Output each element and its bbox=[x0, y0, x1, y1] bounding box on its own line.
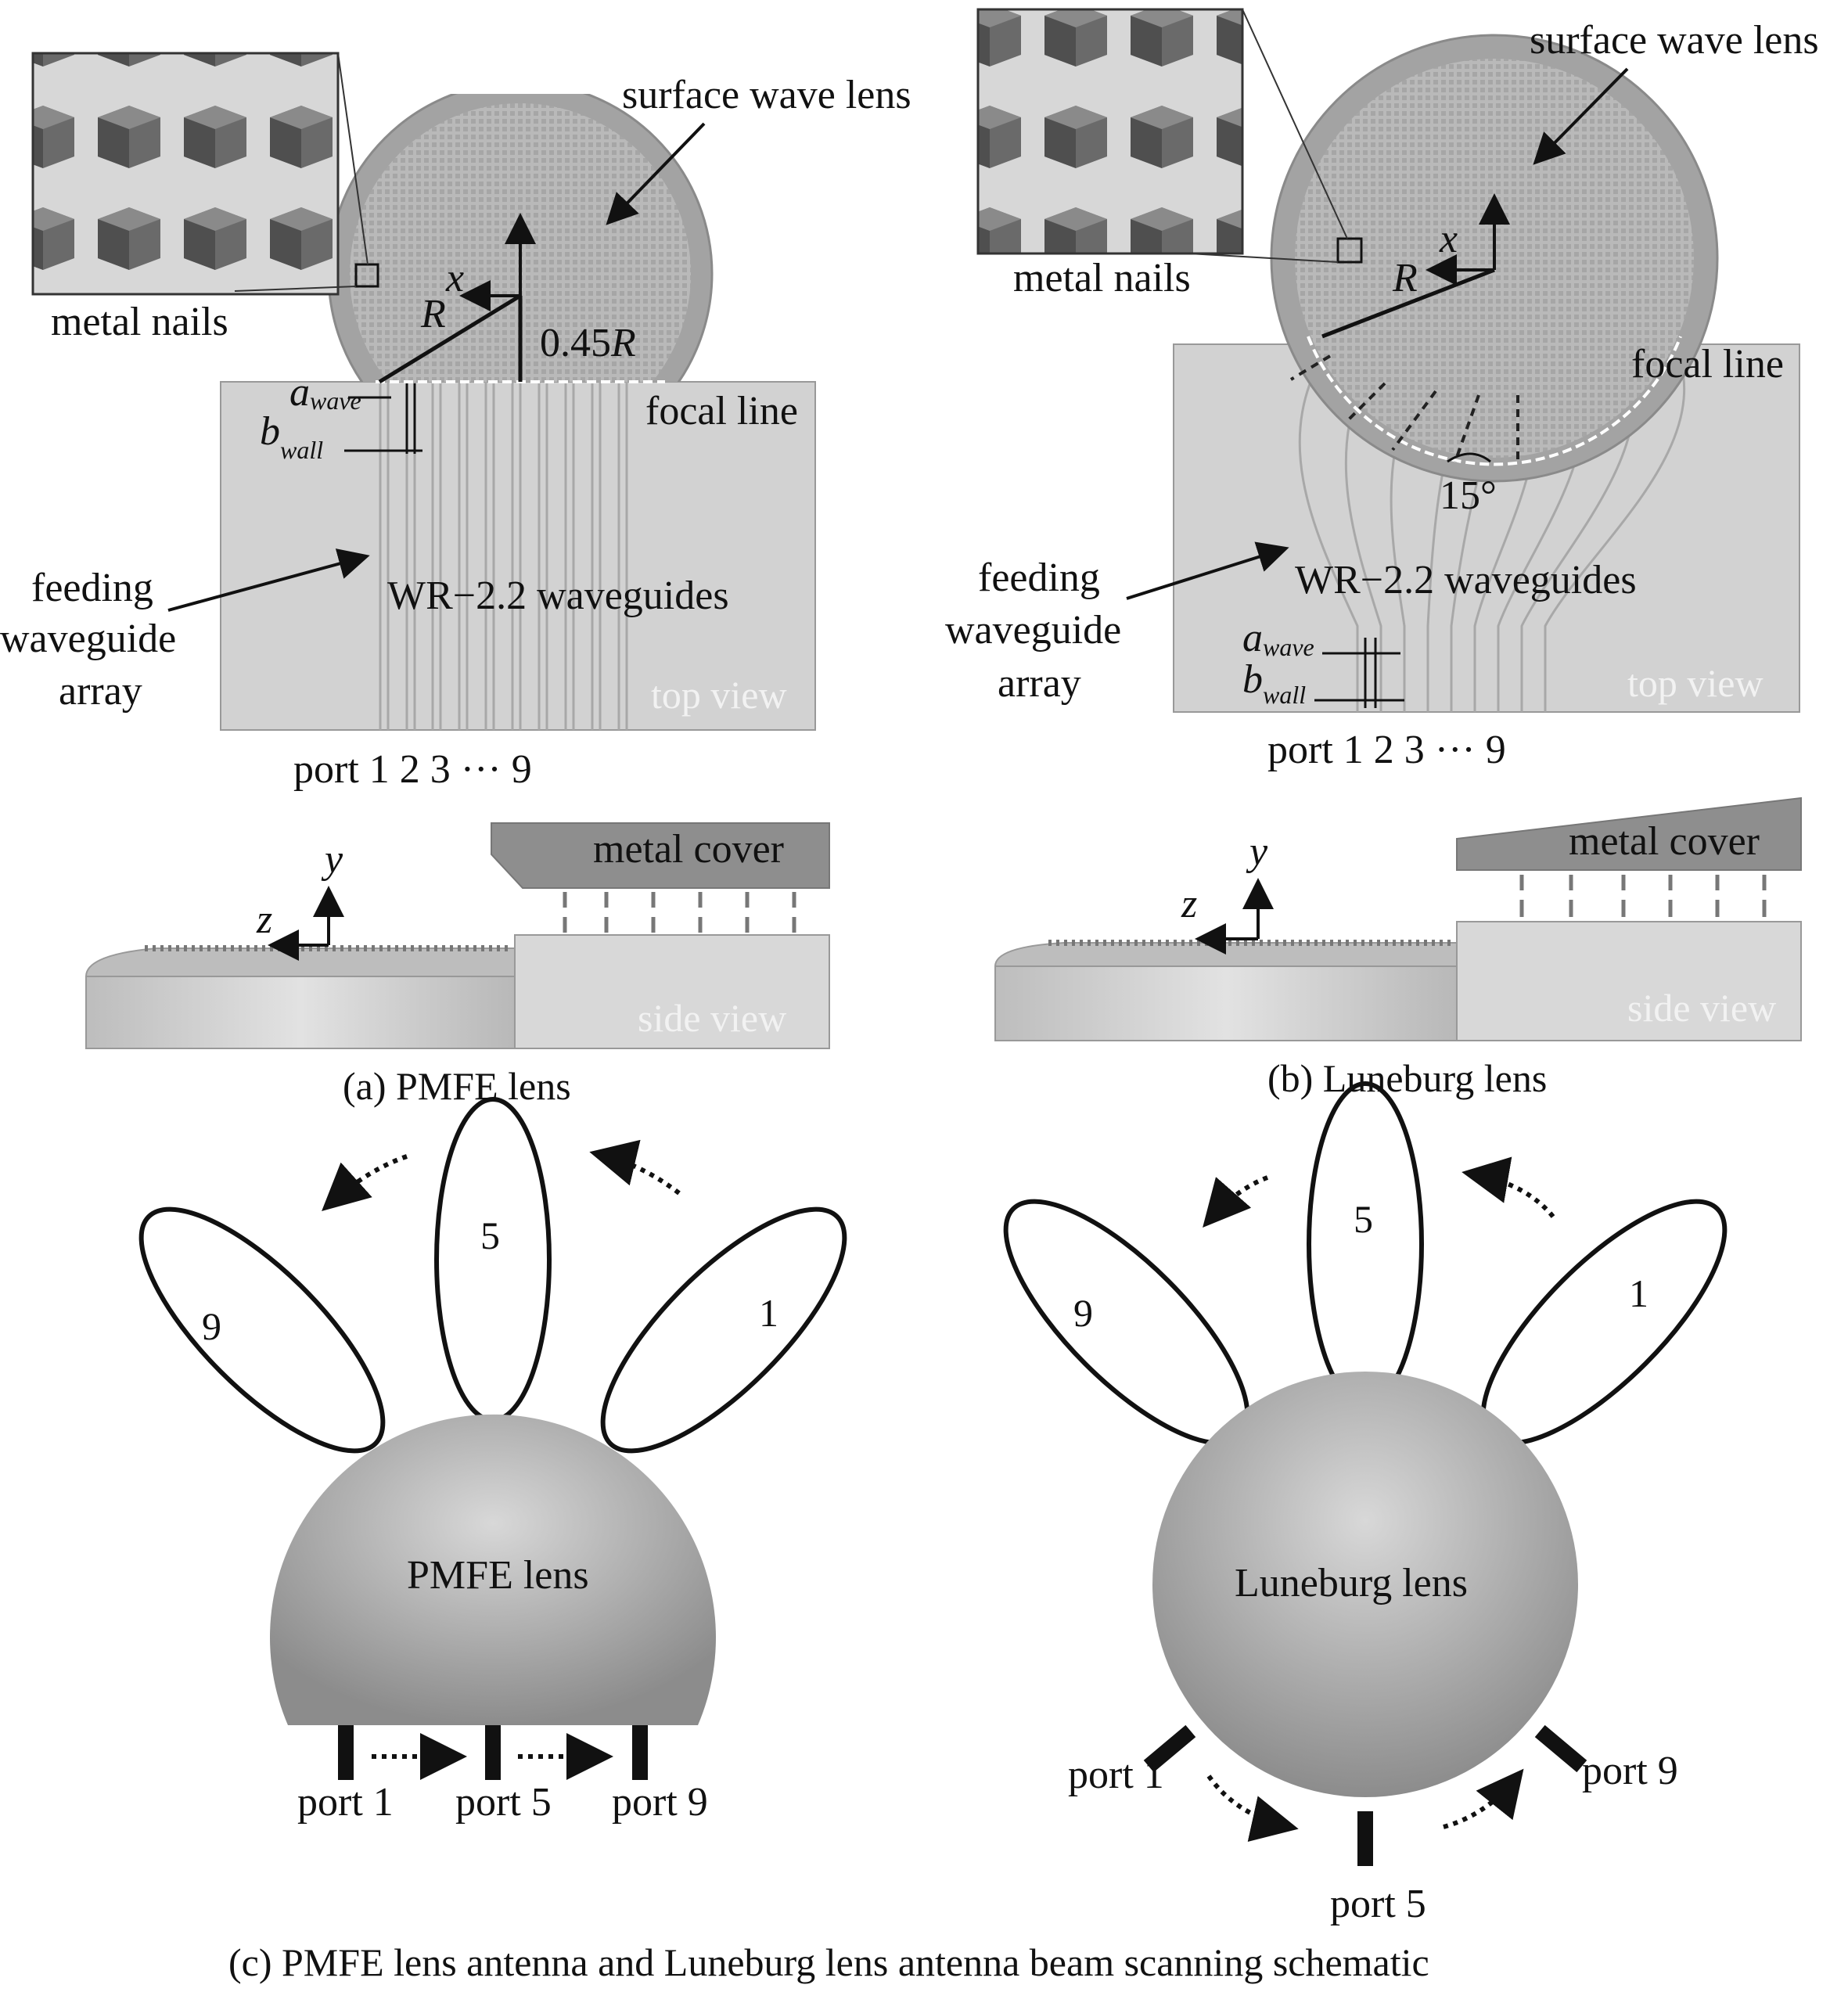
ports-label-b: port 1 2 3 ··· 9 bbox=[1267, 728, 1506, 772]
a-wave-label-b: awave bbox=[1242, 616, 1314, 661]
beam-5-label-left: 5 bbox=[480, 1214, 500, 1257]
port-1-feed-right bbox=[1143, 1724, 1196, 1773]
port-9-feed-left bbox=[632, 1725, 648, 1780]
beam-lobe-9-left bbox=[138, 1206, 386, 1454]
metal-nails-inset-a bbox=[31, 52, 340, 296]
feeding-label-b-3: array bbox=[998, 661, 1081, 706]
z-axis-label-a: z bbox=[256, 897, 272, 942]
metal-cover-label-b: metal cover bbox=[1569, 819, 1760, 864]
top-view-label-b: top view bbox=[1627, 661, 1764, 705]
feeding-label-b-2: waveguide bbox=[945, 608, 1121, 653]
waveguides-label-b: WR−2.2 waveguides bbox=[1295, 558, 1637, 602]
port-9-label-left: port 9 bbox=[612, 1780, 708, 1825]
b-wall-label-a: bwall bbox=[260, 409, 323, 464]
port-5-feed-left bbox=[485, 1725, 501, 1780]
feeding-label-a-1: feeding bbox=[31, 566, 153, 610]
beam-5-label-right: 5 bbox=[1354, 1197, 1373, 1241]
radius-label-b: R bbox=[1392, 256, 1418, 300]
pmfe-lens-sphere bbox=[270, 1414, 717, 1725]
z-axis-label-b: z bbox=[1181, 882, 1197, 926]
surface-wave-lens-label-b: surface wave lens bbox=[1530, 18, 1819, 63]
caption-c: (c) PMFE lens antenna and Luneburg lens … bbox=[228, 1940, 1429, 1984]
feeding-label-a-2: waveguide bbox=[0, 617, 176, 661]
focal-line-label-b: focal line bbox=[1631, 342, 1784, 387]
focal-line-label-a: focal line bbox=[645, 389, 798, 433]
feed-plate bbox=[220, 381, 816, 731]
radius-label-a: R bbox=[420, 292, 446, 336]
beam-lobe-5-right bbox=[1307, 1081, 1424, 1407]
top-view-label-a: top view bbox=[651, 673, 787, 717]
radius-offset-label: 0.45R bbox=[540, 321, 636, 365]
y-axis-label-b: y bbox=[1246, 829, 1268, 874]
caption-a: (a) PMFE lens bbox=[343, 1064, 571, 1108]
angle-label-b: 15° bbox=[1440, 473, 1497, 518]
port-1-feed-left bbox=[338, 1725, 354, 1780]
port-1-label-left: port 1 bbox=[297, 1780, 394, 1825]
panel-a: x R 0.45R metal nails surface wave lens … bbox=[0, 52, 911, 1108]
metal-nails-inset-b bbox=[976, 8, 1244, 255]
waveguides-label-a: WR−2.2 waveguides bbox=[387, 574, 729, 618]
svg-text:0.45R: 0.45R bbox=[540, 321, 636, 365]
port-1-label-right: port 1 bbox=[1068, 1753, 1164, 1797]
beam-1-label-left: 1 bbox=[759, 1291, 778, 1335]
beam-lobe-5-left bbox=[434, 1097, 552, 1422]
luneburg-lens-sphere bbox=[1152, 1372, 1578, 1797]
beam-9-label-right: 9 bbox=[1073, 1291, 1093, 1335]
metal-nails-label-b: metal nails bbox=[1013, 256, 1191, 300]
side-feed-b bbox=[1456, 921, 1802, 1041]
feeding-label-a-3: array bbox=[59, 669, 142, 714]
beam-lobe-1-left bbox=[600, 1206, 847, 1454]
metal-cover-label-a: metal cover bbox=[593, 827, 784, 872]
panel-b: x R 15° metal nails surface wave lens fo… bbox=[945, 8, 1819, 1100]
metal-nails-label-a: metal nails bbox=[51, 300, 228, 344]
pmfe-lens-label: PMFE lens bbox=[407, 1553, 589, 1598]
side-view-label-a: side view bbox=[638, 996, 786, 1040]
field-arrows-a bbox=[563, 892, 796, 933]
field-arrows-b bbox=[1519, 875, 1767, 917]
x-axis-label-a: x bbox=[445, 256, 464, 300]
port-9-feed-right bbox=[1534, 1724, 1587, 1773]
y-axis-label-a: y bbox=[321, 837, 343, 882]
focal-rays bbox=[1289, 354, 1519, 462]
waveguide-lines bbox=[379, 382, 628, 730]
metal-cover-a bbox=[491, 822, 830, 889]
side-base-a bbox=[85, 976, 516, 1049]
beam-9-label-left: 9 bbox=[202, 1304, 221, 1348]
surface-wave-lens-label-a: surface wave lens bbox=[622, 73, 911, 117]
b-wall-label-b: bwall bbox=[1242, 657, 1306, 709]
ports-label-a: port 1 2 3 ··· 9 bbox=[293, 747, 532, 792]
port-5-label-right: port 5 bbox=[1330, 1882, 1426, 1926]
side-feed-a bbox=[514, 934, 830, 1049]
metal-cover-b bbox=[1456, 796, 1802, 871]
a-wave-label-a: awave bbox=[289, 370, 361, 415]
panel-c-left: 5 9 1 PMFE lens port 1 port 5 port 9 bbox=[138, 1097, 847, 1825]
port-5-feed-right bbox=[1357, 1811, 1373, 1866]
port-5-label-left: port 5 bbox=[455, 1780, 552, 1825]
side-view-label-b: side view bbox=[1627, 986, 1776, 1030]
panel-c-right: 5 9 1 Luneburg lens port 1 port 5 port 9 bbox=[1003, 1081, 1728, 1926]
caption-b: (b) Luneburg lens bbox=[1267, 1056, 1547, 1100]
luneburg-lens-label: Luneburg lens bbox=[1235, 1561, 1468, 1605]
x-axis-label-b: x bbox=[1439, 217, 1458, 261]
beam-1-label-right: 1 bbox=[1629, 1271, 1648, 1315]
side-base-b bbox=[994, 965, 1458, 1041]
feeding-label-b-1: feeding bbox=[978, 556, 1100, 600]
port-9-label-right: port 9 bbox=[1582, 1749, 1678, 1793]
